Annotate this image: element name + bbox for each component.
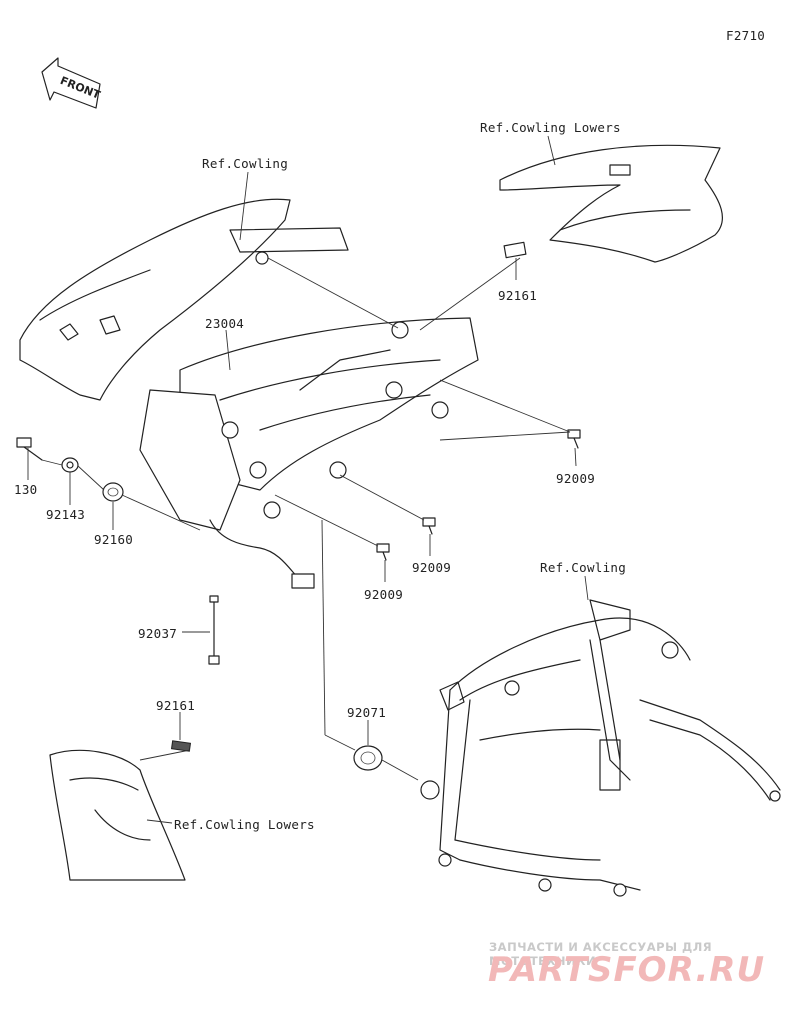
screw-92009-c-part: [376, 543, 390, 561]
part-92037-label: 92037: [138, 626, 178, 641]
ref-cowling-lowers-top-label: Ref.Cowling Lowers: [480, 120, 621, 135]
part-92160-label: 92160: [94, 532, 134, 547]
front-arrow-icon: FRONT: [41, 57, 103, 109]
screw-92009-a-part: [567, 429, 581, 449]
leader-lines: [27, 135, 589, 824]
bolt-130-part: [16, 437, 43, 461]
part-92009-c-label: 92009: [364, 587, 404, 602]
ref-cowling-right-label: Ref.Cowling: [540, 560, 627, 575]
ref-cowling-top-label: Ref.Cowling: [202, 156, 289, 171]
part-130-label: 130: [14, 482, 38, 497]
collar-92143-part: [61, 457, 79, 473]
ref-cowling-lowers-bottom-label: Ref.Cowling Lowers: [174, 817, 315, 832]
pad-92161-bottom-part: [170, 740, 192, 752]
ref-cowling-stay-part: [420, 599, 781, 897]
ref-cowling-lowers-bottom-part: [49, 749, 186, 881]
ref-cowling-lowers-upper-part: [499, 144, 724, 263]
part-92009-b-label: 92009: [412, 560, 452, 575]
watermark-logo: PARTSFOR.RU: [488, 950, 766, 990]
part-92161-bottom-label: 92161: [156, 698, 196, 713]
watermark-tagline: ЗАПЧАСТИ И АКСЕССУАРЫ ДЛЯ МОТОТЕХНИКИ: [489, 940, 713, 968]
grommet-92160-part: [102, 482, 124, 502]
part-92161-top-label: 92161: [498, 288, 538, 303]
grommet-92071-part: [353, 745, 383, 771]
band-92037-part: [208, 595, 220, 665]
diagram-code-label: F2710: [726, 28, 766, 43]
part-23004-label: 23004: [205, 316, 245, 331]
headlight-assembly-part: [139, 317, 479, 589]
ref-cowling-upper-part: [19, 198, 349, 401]
part-92143-label: 92143: [46, 507, 86, 522]
part-92071-label: 92071: [347, 705, 387, 720]
screw-92009-b-part: [422, 517, 436, 535]
part-92009-a-label: 92009: [556, 471, 596, 486]
